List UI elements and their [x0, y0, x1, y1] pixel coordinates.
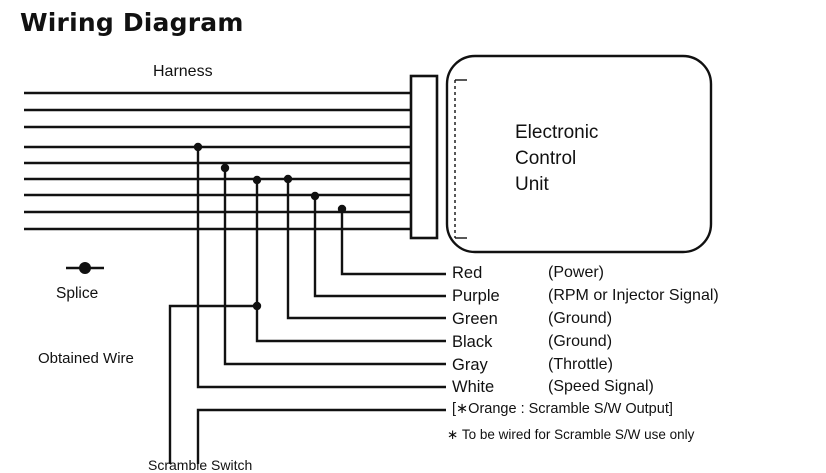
page-title: Wiring Diagram — [20, 8, 244, 37]
splice-dot-purple — [310, 191, 320, 201]
splice-dot-gray — [220, 163, 230, 173]
harness-label: Harness — [153, 63, 213, 80]
splice-label: Splice — [56, 285, 99, 302]
optional-wire-label: [∗Orange : Scramble S/W Output] — [452, 401, 673, 417]
wire-green — [286, 179, 446, 320]
wire-white — [196, 147, 446, 389]
wire-orange-optional — [196, 408, 446, 464]
wire-color-green: Green — [452, 310, 498, 328]
bottom-cut-label: Scramble Switch — [148, 457, 253, 473]
wire-color-purple: Purple — [452, 287, 500, 305]
splice-dot-obtained — [252, 301, 262, 311]
splice-dot-white — [193, 142, 203, 152]
wire-gray — [223, 168, 446, 366]
ecu-label: Electronic Control Unit — [515, 120, 598, 198]
wire-purple — [313, 196, 446, 298]
splice-dot-green — [283, 174, 293, 184]
wire-function-green: (Ground) — [548, 310, 613, 327]
wire-function-red: (Power) — [548, 264, 605, 281]
ecu-label-line1: Electronic — [515, 122, 599, 143]
splice-dot-red — [337, 204, 347, 214]
harness-connector — [409, 74, 439, 240]
wire-function-gray: (Throttle) — [548, 356, 613, 373]
splice-dot-black — [252, 175, 262, 185]
wire-function-black: (Ground) — [548, 333, 613, 350]
ecu-label-line3: Unit — [515, 174, 549, 195]
ecu-box — [445, 54, 713, 254]
wire-color-red: Red — [452, 264, 483, 282]
wire-color-black: Black — [452, 333, 493, 351]
wire-color-gray: Gray — [452, 356, 488, 374]
wire-red — [340, 209, 446, 276]
wire-function-purple: (RPM or Injector Signal) — [548, 287, 719, 304]
ecu-label-line2: Control — [515, 148, 577, 169]
wire-function-white: (Speed Signal) — [548, 378, 654, 395]
obtained-wire-label: Obtained Wire — [38, 350, 134, 367]
optional-wire-note: ∗ To be wired for Scramble S/W use only — [447, 427, 695, 442]
wire-color-white: White — [452, 378, 495, 396]
splice-legend-dot — [79, 262, 91, 274]
wire-black — [255, 180, 446, 343]
obtained-wire — [168, 304, 257, 464]
